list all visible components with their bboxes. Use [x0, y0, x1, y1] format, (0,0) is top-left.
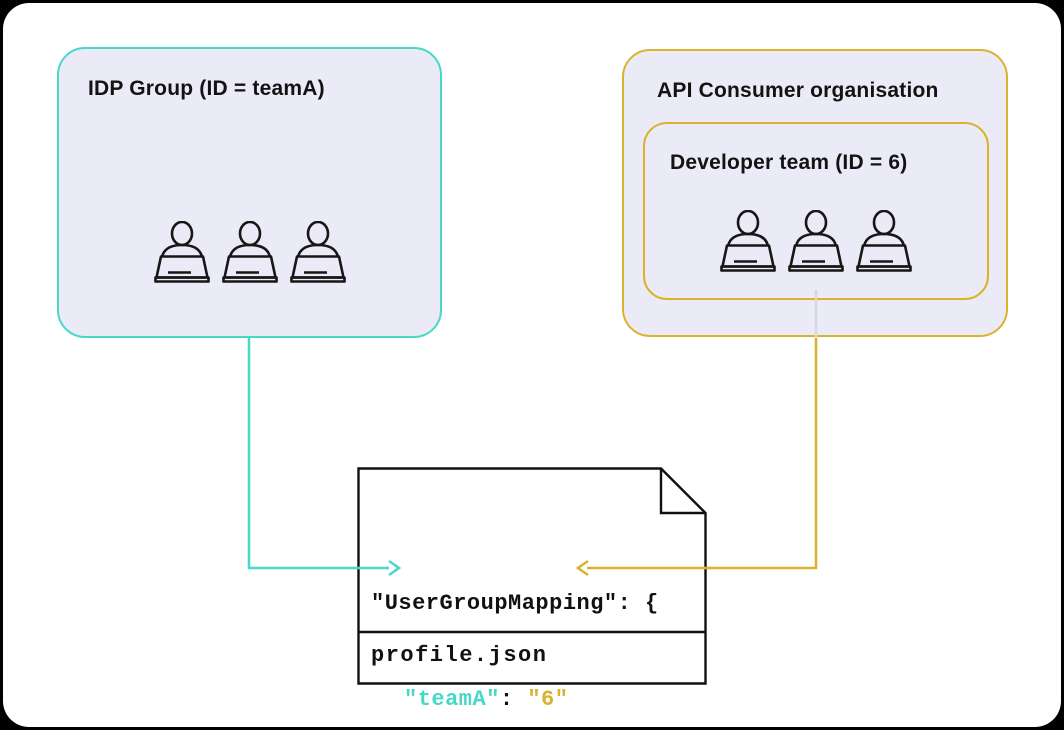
user-laptop-icon	[289, 221, 346, 283]
file-code: "UserGroupMapping": { "teamA": "6" }	[371, 524, 659, 730]
developer-team-box: Developer team (ID = 6)	[643, 122, 989, 300]
idp-group-title: IDP Group (ID = teamA)	[88, 77, 325, 100]
code-separator: :	[499, 687, 528, 712]
file-name-label: profile.json	[371, 643, 548, 668]
code-line-1: "UserGroupMapping": {	[371, 591, 659, 616]
code-line-2: "teamA": "6"	[371, 684, 659, 716]
user-laptop-icon	[221, 221, 278, 283]
user-laptop-icon	[720, 210, 776, 272]
api-consumer-org-box: API Consumer organisation Developer team…	[622, 49, 1008, 337]
mapped-idp-group-id: "teamA"	[404, 687, 500, 712]
user-laptop-icon	[153, 221, 210, 283]
idp-group-box: IDP Group (ID = teamA)	[57, 47, 442, 338]
mapped-team-id: "6"	[527, 687, 569, 712]
developer-team-title: Developer team (ID = 6)	[670, 151, 908, 174]
developer-team-members	[645, 210, 987, 272]
diagram-page: IDP Group (ID = teamA)	[3, 3, 1061, 727]
user-laptop-icon	[788, 210, 844, 272]
profile-json-file: "UserGroupMapping": { "teamA": "6" } pro…	[357, 467, 707, 712]
api-consumer-org-title: API Consumer organisation	[657, 79, 939, 102]
user-laptop-icon	[856, 210, 912, 272]
idp-group-members	[59, 221, 440, 283]
